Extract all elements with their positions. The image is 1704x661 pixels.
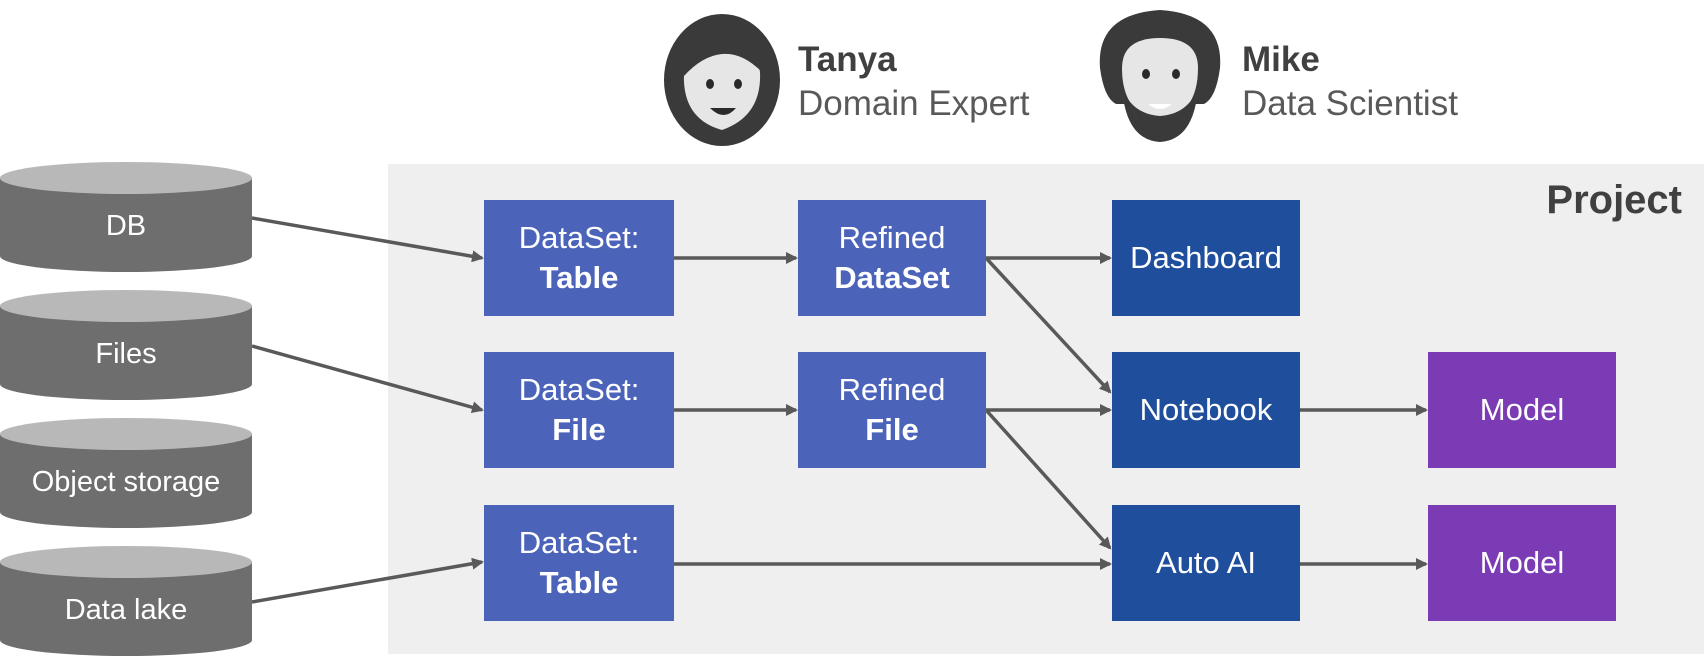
source-label: Files [95,338,157,370]
dataset-file-box[interactable]: DataSet: File [484,352,674,468]
mike-avatar [1092,4,1228,149]
dataset-line1: DataSet: [518,524,640,560]
source-db: DB [0,162,252,272]
refined-file-box[interactable]: Refined File [798,352,986,468]
model-box-autoai[interactable]: Model [1428,505,1616,621]
source-label: Data lake [64,594,188,626]
tool-label: Notebook [1139,391,1273,427]
arrow-files-to-dataset [251,344,484,414]
person-role-tanya: Domain Expert [798,84,1030,123]
refined-line2: DataSet [834,260,950,295]
person-name-tanya: Tanya [798,40,897,79]
arrow-db-to-dataset [251,216,484,263]
arrow-refined-to-notebook [984,256,1112,394]
auto-ai-box[interactable]: Auto AI [1112,505,1300,621]
arrow-refinedfile-to-autoai [984,408,1112,550]
source-label: DB [105,210,147,242]
dataset-table-box[interactable]: DataSet: Table [484,200,674,316]
refined-dataset-box[interactable]: Refined DataSet [798,200,986,316]
project-label: Project [1546,178,1682,222]
source-label: Object storage [31,466,221,498]
tool-label: Dashboard [1130,239,1282,275]
refined-line1: Refined [838,219,946,255]
person-role-mike: Data Scientist [1242,84,1458,123]
dataset-line2: File [552,412,606,447]
tool-label: Auto AI [1156,544,1256,580]
arrow-lake-to-dataset [251,557,484,604]
dashboard-box[interactable]: Dashboard [1112,200,1300,316]
dataset-line2: Table [539,565,619,600]
dataset-table-box-2[interactable]: DataSet: Table [484,505,674,621]
source-object-storage: Object storage [0,418,252,528]
refined-line1: Refined [838,371,946,407]
model-box-notebook[interactable]: Model [1428,352,1616,468]
source-files: Files [0,290,252,400]
source-data-lake: Data lake [0,546,252,656]
dataset-line2: Table [539,260,619,295]
model-label: Model [1479,391,1565,427]
tanya-avatar [662,12,782,153]
dataset-line1: DataSet: [518,371,640,407]
dataset-line1: DataSet: [518,219,640,255]
notebook-box[interactable]: Notebook [1112,352,1300,468]
refined-line2: File [865,412,919,447]
person-name-mike: Mike [1242,40,1320,79]
model-label: Model [1479,544,1565,580]
